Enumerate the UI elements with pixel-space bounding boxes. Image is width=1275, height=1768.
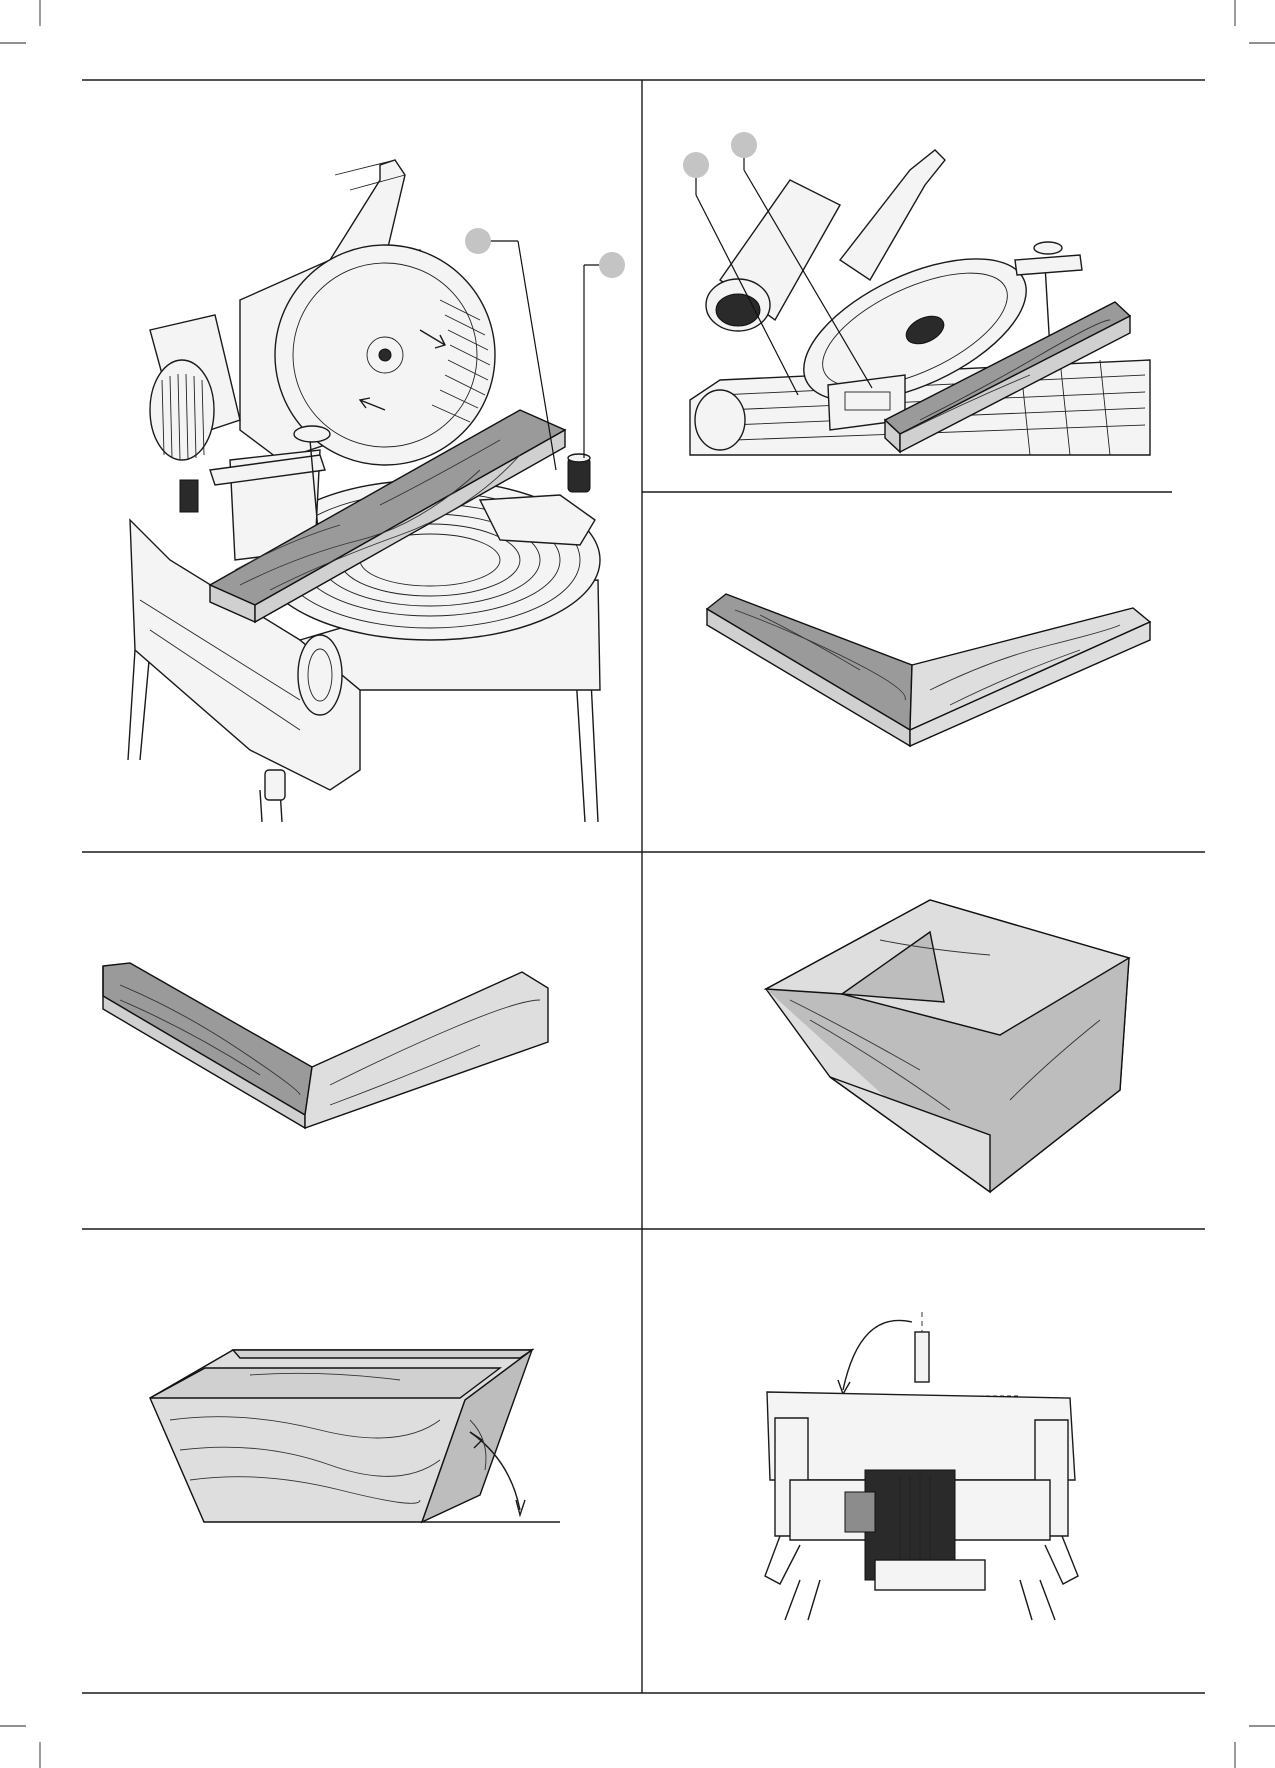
figure-bevel-corner <box>103 963 548 1128</box>
callout-marker-2 <box>599 252 625 278</box>
figure-compound-box-top <box>766 900 1129 1192</box>
callout-marker-4 <box>731 132 757 158</box>
figure-saw-front-bevel <box>765 1312 1078 1620</box>
figure-flat-miter-corner <box>707 594 1150 746</box>
callout-marker-1 <box>465 228 491 254</box>
figure-saw-clamped-board <box>128 160 625 822</box>
figure-compound-box-side <box>150 1350 560 1522</box>
callout-marker-3 <box>683 152 709 178</box>
figure-saw-bevel-tilted <box>683 132 1150 455</box>
